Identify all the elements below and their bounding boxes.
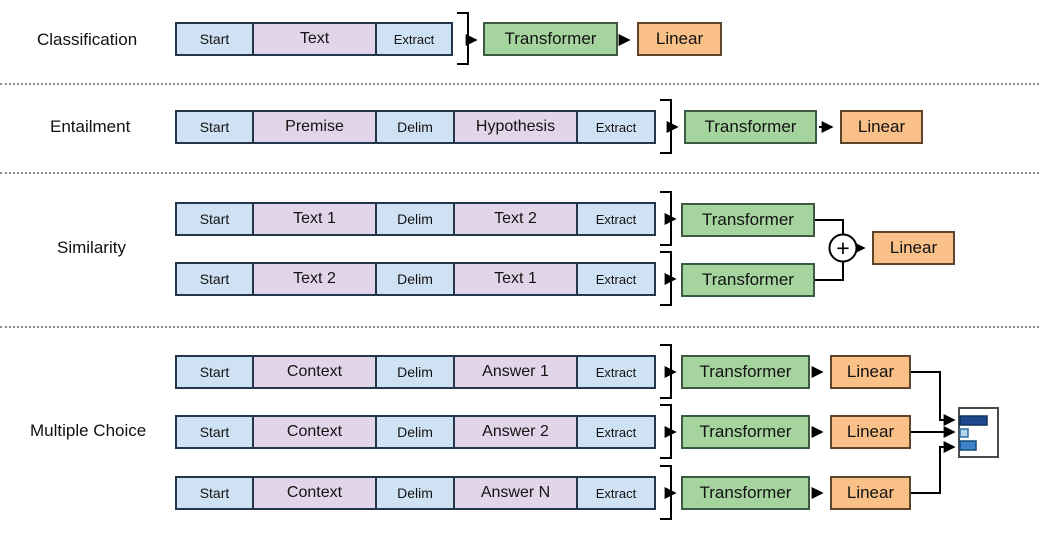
input-sequence-choice-1: Start Context Delim Answer 1 Extract [175, 355, 656, 389]
token-box-text: Text [252, 22, 377, 56]
token-box-delim: Delim [375, 202, 455, 236]
bracket-choice-n [660, 465, 672, 520]
input-sequence-classification: Start Text Extract [175, 22, 453, 56]
section-label-classification: Classification [37, 30, 138, 49]
token-box-delim: Delim [375, 355, 455, 389]
token-box-context: Context [252, 355, 377, 389]
token-box-start: Start [175, 110, 254, 144]
transformer-block: Transformer [483, 22, 618, 56]
transformer-block: Transformer [681, 415, 810, 449]
token-box-text2: Text 2 [252, 262, 377, 296]
connector-linear3-to-distribution [911, 441, 956, 494]
token-box-extract: Extract [576, 110, 656, 144]
token-box-start: Start [175, 355, 254, 389]
bracket-similarity-2 [660, 251, 672, 306]
token-box-extract: Extract [576, 476, 656, 510]
input-sequence-choice-n: Start Context Delim Answer N Extract [175, 476, 656, 510]
input-sequence-entailment: Start Premise Delim Hypothesis Extract [175, 110, 656, 144]
token-box-start: Start [175, 415, 254, 449]
probability-bar-2 [959, 428, 969, 438]
token-box-text2: Text 2 [453, 202, 578, 236]
connector-transformer1-to-sum [815, 219, 844, 234]
transformer-block: Transformer [684, 110, 817, 144]
bracket-choice-2 [660, 404, 672, 459]
token-box-text1: Text 1 [453, 262, 578, 296]
token-box-delim: Delim [375, 110, 455, 144]
input-sequence-similarity-1: Start Text 1 Delim Text 2 Extract [175, 202, 656, 236]
token-box-extract: Extract [576, 262, 656, 296]
connector-linear1-to-distribution [911, 371, 956, 426]
token-box-delim: Delim [375, 476, 455, 510]
probability-bar-1 [959, 415, 988, 426]
linear-block: Linear [840, 110, 923, 144]
token-box-answer1: Answer 1 [453, 355, 578, 389]
token-box-extract: Extract [576, 355, 656, 389]
token-box-start: Start [175, 22, 254, 56]
token-box-context: Context [252, 476, 377, 510]
section-label-similarity: Similarity [57, 238, 126, 257]
section-separator [0, 83, 1039, 85]
bracket-similarity-1 [660, 191, 672, 246]
token-box-start: Start [175, 476, 254, 510]
sum-node [828, 233, 858, 263]
token-box-hypothesis: Hypothesis [453, 110, 578, 144]
transformer-block: Transformer [681, 203, 815, 237]
token-box-delim: Delim [375, 415, 455, 449]
token-box-extract: Extract [375, 22, 453, 56]
bracket-choice-1 [660, 344, 672, 399]
transformer-block: Transformer [681, 476, 810, 510]
token-box-text1: Text 1 [252, 202, 377, 236]
token-box-context: Context [252, 415, 377, 449]
section-separator [0, 172, 1039, 174]
section-separator [0, 326, 1039, 328]
transformer-block: Transformer [681, 263, 815, 297]
token-box-extract: Extract [576, 415, 656, 449]
answer-distribution-box [958, 407, 999, 458]
transformer-block: Transformer [681, 355, 810, 389]
bracket-classification [457, 12, 469, 65]
section-label-entailment: Entailment [50, 117, 131, 136]
token-box-answer2: Answer 2 [453, 415, 578, 449]
probability-bar-3 [959, 440, 977, 451]
bracket-entailment [660, 99, 672, 154]
section-label-multiple-choice: Multiple Choice [30, 421, 147, 440]
input-sequence-choice-2: Start Context Delim Answer 2 Extract [175, 415, 656, 449]
token-box-delim: Delim [375, 262, 455, 296]
connector-transformer2-to-sum [815, 262, 844, 281]
linear-block: Linear [830, 415, 911, 449]
token-box-answerN: Answer N [453, 476, 578, 510]
plus-icon: + [836, 235, 849, 261]
input-sequence-similarity-2: Start Text 2 Delim Text 1 Extract [175, 262, 656, 296]
token-box-start: Start [175, 262, 254, 296]
token-box-premise: Premise [252, 110, 377, 144]
linear-block: Linear [637, 22, 722, 56]
token-box-extract: Extract [576, 202, 656, 236]
token-box-start: Start [175, 202, 254, 236]
linear-block: Linear [872, 231, 955, 265]
linear-block: Linear [830, 476, 911, 510]
linear-block: Linear [830, 355, 911, 389]
